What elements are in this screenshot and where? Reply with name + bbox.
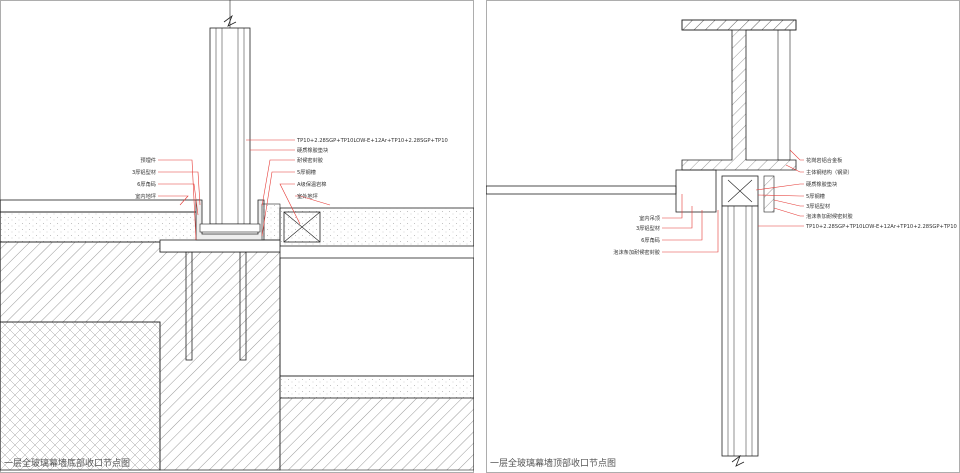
labels-left: 室内吊顶 3厚铝型材 6厚角码 泡沫条加耐候密封胶 <box>613 214 660 256</box>
glass-panel <box>721 205 759 457</box>
indoor-floor-finish <box>0 199 201 213</box>
label-rubber-block: 硬质橡胶垫块 <box>806 180 838 188</box>
steel-beam <box>681 19 797 171</box>
label-steel-channel: 5厚钢槽 <box>806 192 825 200</box>
label-steel-channel: 5厚钢槽 <box>297 168 316 176</box>
label-angle-bracket: 6厚角码 <box>137 180 156 188</box>
label-indoor-floor: 室内地坪 <box>135 192 156 200</box>
caption-top-node: 一层全玻璃幕墙顶部收口节点图 <box>490 457 616 469</box>
label-granite-panel: 花岗岩铝合金板 <box>806 156 843 164</box>
outdoor-ground-hatch <box>279 397 474 471</box>
caption-bottom-node: 一层全玻璃幕墙底部收口节点图 <box>4 457 130 469</box>
label-rubber-block: 硬质橡胶垫块 <box>297 146 329 154</box>
labels-right: TP10+2.28SGP+TP10LOW-E+12Ar+TP10+2.28SGP… <box>296 138 448 200</box>
leaders-right <box>246 139 331 237</box>
outdoor-base-layer <box>279 375 474 399</box>
indoor-ceiling <box>486 185 677 195</box>
label-sealant: 耐候密封胶 <box>297 156 323 164</box>
label-aluminum-profile-left: 3厚铝型材 <box>636 224 660 232</box>
label-rock-wool: A级保温岩棉 <box>297 180 327 188</box>
leaders-right <box>755 149 804 227</box>
rock-wool-insulation <box>283 211 321 243</box>
rubber-setting-block <box>199 223 261 233</box>
foundation-cross-hatch <box>0 321 161 471</box>
label-angle-bracket: 6厚角码 <box>641 236 660 244</box>
steel-channel <box>195 199 265 241</box>
label-outdoor-floor: 室外地坪 <box>297 192 318 200</box>
label-foam-sealant: 泡沫条加耐候密封胶 <box>806 212 853 220</box>
sealant-joint <box>261 203 281 241</box>
label-glass-spec: TP10+2.28SGP+TP10LOW-E+12Ar+TP10+2.28SGP… <box>805 224 957 230</box>
outdoor-screed-layer <box>279 207 474 247</box>
bottom-node-detail-panel: TP10+2.28SGP+TP10LOW-E+12Ar+TP10+2.28SGP… <box>0 0 474 473</box>
aluminum-frame <box>675 169 717 213</box>
leaders-left <box>662 194 719 253</box>
bottom-node-drawing: TP10+2.28SGP+TP10LOW-E+12Ar+TP10+2.28SGP… <box>0 0 474 473</box>
top-node-detail-panel: 花岗岩铝合金板 主体钢结构（钢梁） 硬质橡胶垫块 5厚钢槽 3厚铝型材 泡沫条加… <box>486 0 960 473</box>
label-embedded-part: 预埋件 <box>140 156 156 164</box>
label-aluminum-profile: 3厚铝型材 <box>806 202 830 210</box>
outdoor-fill-area <box>279 257 474 377</box>
label-foam-sealant-left: 泡沫条加耐候密封胶 <box>613 248 660 256</box>
top-node-drawing: 花岗岩铝合金板 主体钢结构（钢梁） 硬质橡胶垫块 5厚钢槽 3厚铝型材 泡沫条加… <box>486 0 960 473</box>
indoor-screed-layer <box>0 211 201 243</box>
label-aluminum-profile: 3厚铝型材 <box>132 168 156 176</box>
foam-sealant <box>763 175 775 213</box>
labels-left: 预埋件 3厚铝型材 6厚角码 室内地坪 <box>132 156 156 200</box>
embedded-plate <box>159 239 281 253</box>
label-indoor-ceiling: 室内吊顶 <box>639 214 660 222</box>
label-steel-beam: 主体钢结构（钢梁） <box>806 168 853 176</box>
leaders-left <box>158 159 201 241</box>
labels-right: 花岗岩铝合金板 主体钢结构（钢梁） 硬质橡胶垫块 5厚钢槽 3厚铝型材 泡沫条加… <box>805 156 957 230</box>
label-glass-spec: TP10+2.28SGP+TP10LOW-E+12Ar+TP10+2.28SGP… <box>296 138 448 144</box>
granite-panel <box>777 29 791 161</box>
